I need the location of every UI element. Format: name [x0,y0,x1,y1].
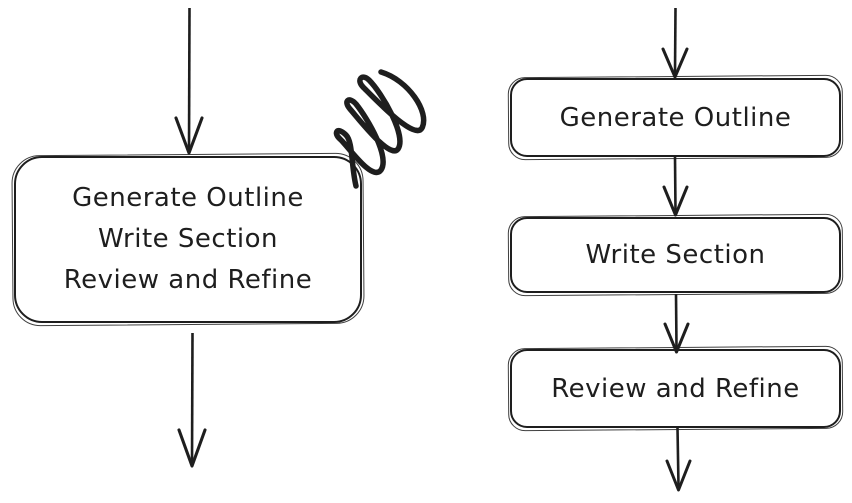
arrow-write-section-to-review-refine [663,293,690,354]
arrow-out-of-review-refine [665,427,692,492]
combined-node-line-3: Review and Refine [63,265,313,295]
step-node-write-section: Write Section [510,217,841,293]
step-node-generate-outline: Generate Outline [510,78,841,157]
combined-steps-node: Generate Outline Write Section Review an… [14,156,362,323]
arrow-generate-outline-to-write-section [662,156,689,217]
arrow-into-combined-node [174,7,204,155]
arrow-out-of-combined-node [177,332,207,468]
step-node-label: Write Section [585,240,766,270]
step-node-label: Generate Outline [559,102,792,133]
step-node-review-and-refine: Review and Refine [510,349,841,428]
step-node-label: Review and Refine [551,373,800,404]
combined-node-line-2: Write Section [97,224,278,254]
combined-node-line-1: Generate Outline [72,183,304,213]
arrow-into-generate-outline [661,7,689,79]
